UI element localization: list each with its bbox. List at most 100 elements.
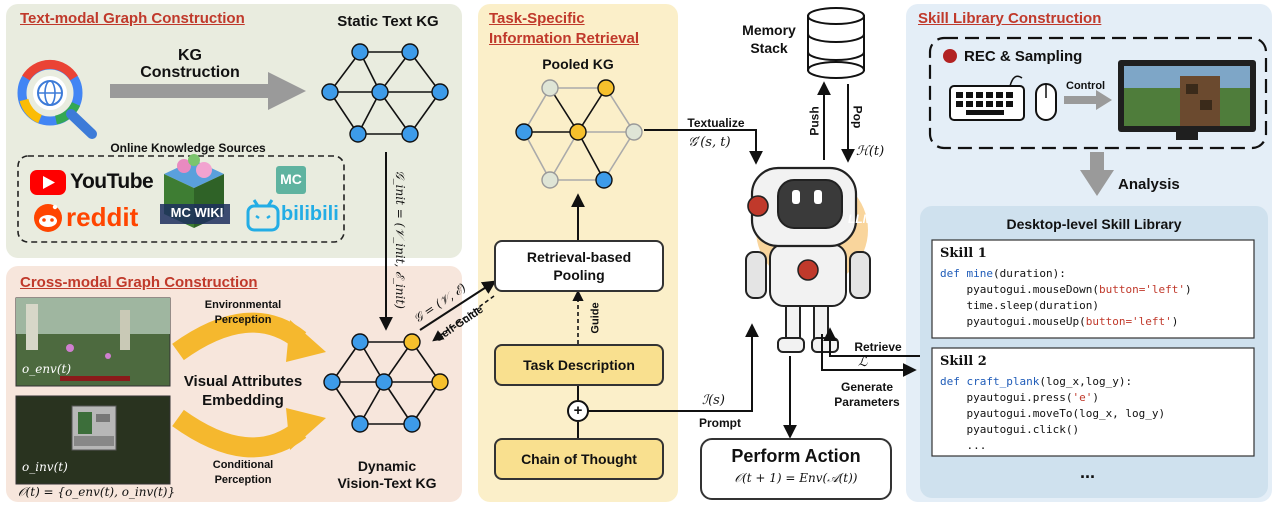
skill-2-title: Skill 2 <box>940 354 987 369</box>
retrieval-pooling-box: Retrieval-based Pooling <box>494 240 664 292</box>
action-formula: 𝒪(t + 1) = Env(𝒜(t)) <box>734 471 858 485</box>
env-perception-line2: Perception <box>214 314 272 326</box>
memory-stack-line1: Memory <box>742 22 796 38</box>
kg-construction-arrow <box>110 72 306 110</box>
skill-1-code: def mine(duration): pyautogui.mouseDown(… <box>940 266 1192 330</box>
i-s-formula: ℐ(s) <box>702 393 725 408</box>
mc-badge-label: MC <box>280 171 302 187</box>
analysis-arrow <box>1080 152 1114 196</box>
prompt-arrow <box>588 323 759 412</box>
g-init-formula: 𝒢_init = (𝒱_init, ℰ_init) <box>392 170 407 309</box>
code-line: pyautogui.mouseDown(button='left') <box>940 283 1192 296</box>
prompt-label: Prompt <box>699 416 741 430</box>
dynamic-kg-line2: Vision-Text KG <box>337 475 437 491</box>
bilibili-tv-icon <box>246 199 280 232</box>
llm-label: LLM <box>848 212 873 226</box>
mc-wiki-logo <box>160 154 230 228</box>
keyboard-icon <box>949 75 1025 121</box>
task-description-box: Task Description <box>494 344 664 386</box>
retrieve-arrow <box>823 327 932 357</box>
mc-badge-icon <box>276 166 306 194</box>
code-line: time.sleep(duration) <box>940 299 1099 312</box>
rec-sampling-dashed-box <box>928 36 1268 150</box>
pooled-kg-label: Pooled KG <box>542 56 614 72</box>
textualize-arrow <box>644 129 763 165</box>
l-formula: ℒ <box>858 355 868 370</box>
generate-parameters-arrow <box>821 334 917 377</box>
dynamic-to-pooling-arrow <box>419 280 497 331</box>
env-observation-thumbnail <box>15 297 171 387</box>
skill-library-title: Desktop-level Skill Library <box>1006 216 1182 232</box>
skill-2-code: def craft_plank(log_x,log_y): pyautogui.… <box>940 374 1165 454</box>
code-line: def craft_plank(log_x,log_y): <box>940 375 1133 388</box>
pooling-line2: Pooling <box>553 267 605 283</box>
code-line: pyautogui.moveTo(log_x, log_y) <box>940 407 1166 420</box>
reddit-label: reddit <box>66 202 139 232</box>
online-sources-label: Online Knowledge Sources <box>110 141 266 155</box>
code-line: pyautogui.click() <box>940 423 1080 436</box>
code-line: pyautogui.press('e') <box>940 391 1099 404</box>
mouse-icon <box>1035 83 1057 121</box>
search-globe-icon <box>17 59 97 139</box>
youtube-logo <box>30 170 66 195</box>
code-line: ... <box>940 439 987 452</box>
monitor-icon <box>1118 60 1256 140</box>
reddit-logo <box>34 204 62 232</box>
pooled-kg-nodes <box>515 79 643 189</box>
cross-modal-title: Cross-modal Graph Construction <box>20 274 258 291</box>
guide-label: Guide <box>589 302 602 334</box>
g-prime-formula: 𝒢′(s, t) <box>688 135 731 150</box>
generate-line1: Generate <box>840 380 894 394</box>
observation-formula: 𝒪(t) = {o_env(t), o_inv(t)} <box>18 485 176 499</box>
cond-perception-line2: Perception <box>214 474 272 486</box>
youtube-label: YouTube <box>70 170 154 193</box>
chain-of-thought-box: Chain of Thought <box>494 438 664 480</box>
control-label: Control <box>1066 80 1106 92</box>
mcwiki-label: MC WIKI <box>170 205 224 220</box>
plus-label: + <box>573 402 583 419</box>
env-perception-line1: Environmental <box>204 299 282 311</box>
memory-stack-icon <box>807 7 865 79</box>
visual-embedding-sweep-arrows <box>172 312 326 458</box>
retrieve-label: Retrieve <box>854 340 902 354</box>
analysis-label: Analysis <box>1118 176 1180 193</box>
static-kg-nodes <box>321 43 449 143</box>
bilibili-label: bilibili <box>281 203 339 225</box>
skill-1-card <box>931 239 1255 339</box>
o-inv-label: o_inv(t) <box>22 460 68 474</box>
text-modal-title: Text-modal Graph Construction <box>20 10 245 27</box>
code-line: def mine(duration): <box>940 267 1066 280</box>
dynamic-kg-line1: Dynamic <box>357 458 417 474</box>
record-dot-icon <box>943 49 957 63</box>
inv-observation-thumbnail <box>15 395 171 485</box>
push-label: Push <box>807 106 822 136</box>
o-env-label: o_env(t) <box>22 362 72 376</box>
dynamic-kg-nodes <box>323 333 449 433</box>
pooling-line1: Retrieval-based <box>526 249 632 265</box>
memory-stack-line2: Stack <box>750 40 788 56</box>
rec-sampling-label: REC & Sampling <box>964 48 1083 65</box>
cond-perception-line1: Conditional <box>212 459 274 471</box>
online-sources-box <box>17 155 345 243</box>
retrieval-title-line1: Task-Specific <box>489 10 585 27</box>
skill-library-ellipsis: ... <box>1080 462 1096 482</box>
code-line: pyautogui.mouseUp(button='left') <box>940 315 1179 328</box>
generate-line2: Parameters <box>834 395 900 409</box>
self-guide-dashed-arrow <box>432 295 495 342</box>
kg-construction-label-line1: KG <box>178 47 202 64</box>
visual-attributes-line1: Visual Attributes <box>183 373 303 390</box>
retrieval-title-line2: Information Retrieval <box>489 30 640 47</box>
kg-construction-label-line2: Construction <box>140 64 240 81</box>
skill-1-title: Skill 1 <box>940 246 987 261</box>
control-arrow <box>1064 90 1112 110</box>
perform-action-label: Perform Action <box>731 446 861 466</box>
skill-2-card <box>931 347 1255 457</box>
pop-label: Pop <box>850 105 865 129</box>
skill-title: Skill Library Construction <box>918 10 1102 27</box>
static-kg-label: Static Text KG <box>337 13 439 30</box>
perform-action-box: Perform Action 𝒪(t + 1) = Env(𝒜(t)) <box>700 438 892 500</box>
h-t-formula: ℋ(t) <box>856 144 885 159</box>
llm-robot-icon <box>745 166 871 353</box>
